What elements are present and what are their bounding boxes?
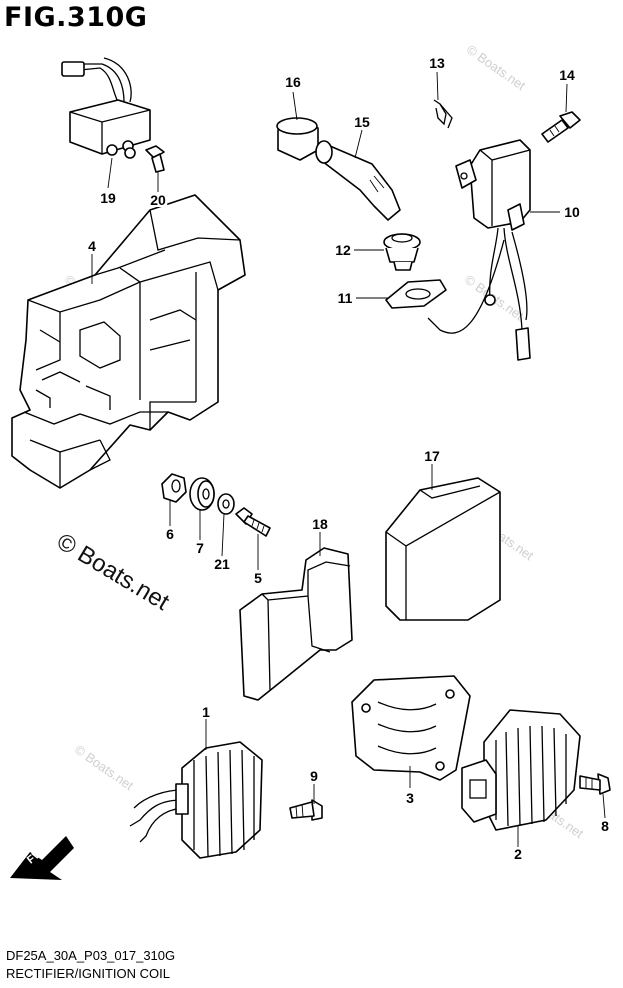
collar-6-drawing — [161, 473, 187, 503]
rectifier-1-drawing — [129, 741, 263, 859]
clip-13-drawing — [433, 99, 453, 129]
callout-20: 20 — [149, 192, 167, 208]
leader-lines — [91, 71, 606, 848]
figure-caption: RECTIFIER/IGNITION COIL — [6, 966, 170, 981]
callout-19: 19 — [99, 190, 117, 206]
bracket-plate-3-drawing — [351, 675, 471, 781]
ignition-coil-10-drawing — [427, 139, 531, 361]
callout-3: 3 — [405, 790, 415, 806]
callout-4: 4 — [87, 238, 97, 254]
callout-12: 12 — [334, 242, 352, 258]
callout-11: 11 — [336, 290, 354, 306]
callout-14: 14 — [558, 67, 576, 83]
washer-21-drawing — [217, 493, 235, 515]
callout-17: 17 — [423, 448, 441, 464]
callout-8: 8 — [600, 818, 610, 834]
model-code: DF25A_30A_P03_017_310G — [6, 948, 176, 963]
grommet-7-drawing — [189, 477, 215, 511]
callout-2: 2 — [513, 846, 523, 862]
plug-boot-15-drawing — [315, 140, 401, 221]
callout-16: 16 — [284, 74, 302, 90]
callout-21: 21 — [213, 556, 231, 572]
callout-7: 7 — [195, 540, 205, 556]
fwd-arrow-icon — [10, 836, 74, 880]
regulator-2-drawing — [461, 709, 581, 831]
cover-18-drawing — [239, 547, 353, 701]
figure-title: FIG.310G — [4, 2, 148, 33]
gasket-11-drawing — [385, 279, 447, 309]
bolt-9-drawing — [289, 799, 323, 821]
bolt-5-drawing — [235, 507, 271, 537]
relay-drawing — [61, 57, 151, 159]
bracket-4-drawing — [11, 194, 246, 489]
callout-15: 15 — [353, 114, 371, 130]
callout-9: 9 — [309, 768, 319, 784]
callout-18: 18 — [311, 516, 329, 532]
bolt-20-drawing — [145, 145, 165, 173]
callout-6: 6 — [165, 526, 175, 542]
grommet-12-drawing — [383, 233, 421, 271]
bolt-8-drawing — [579, 773, 611, 795]
callout-10: 10 — [563, 204, 581, 220]
callout-1: 1 — [201, 704, 211, 720]
bolt-14-drawing — [541, 111, 581, 143]
cap-16-drawing — [276, 117, 319, 161]
callout-5: 5 — [253, 570, 263, 586]
callout-13: 13 — [428, 55, 446, 71]
cdi-unit-17-drawing — [385, 477, 501, 621]
